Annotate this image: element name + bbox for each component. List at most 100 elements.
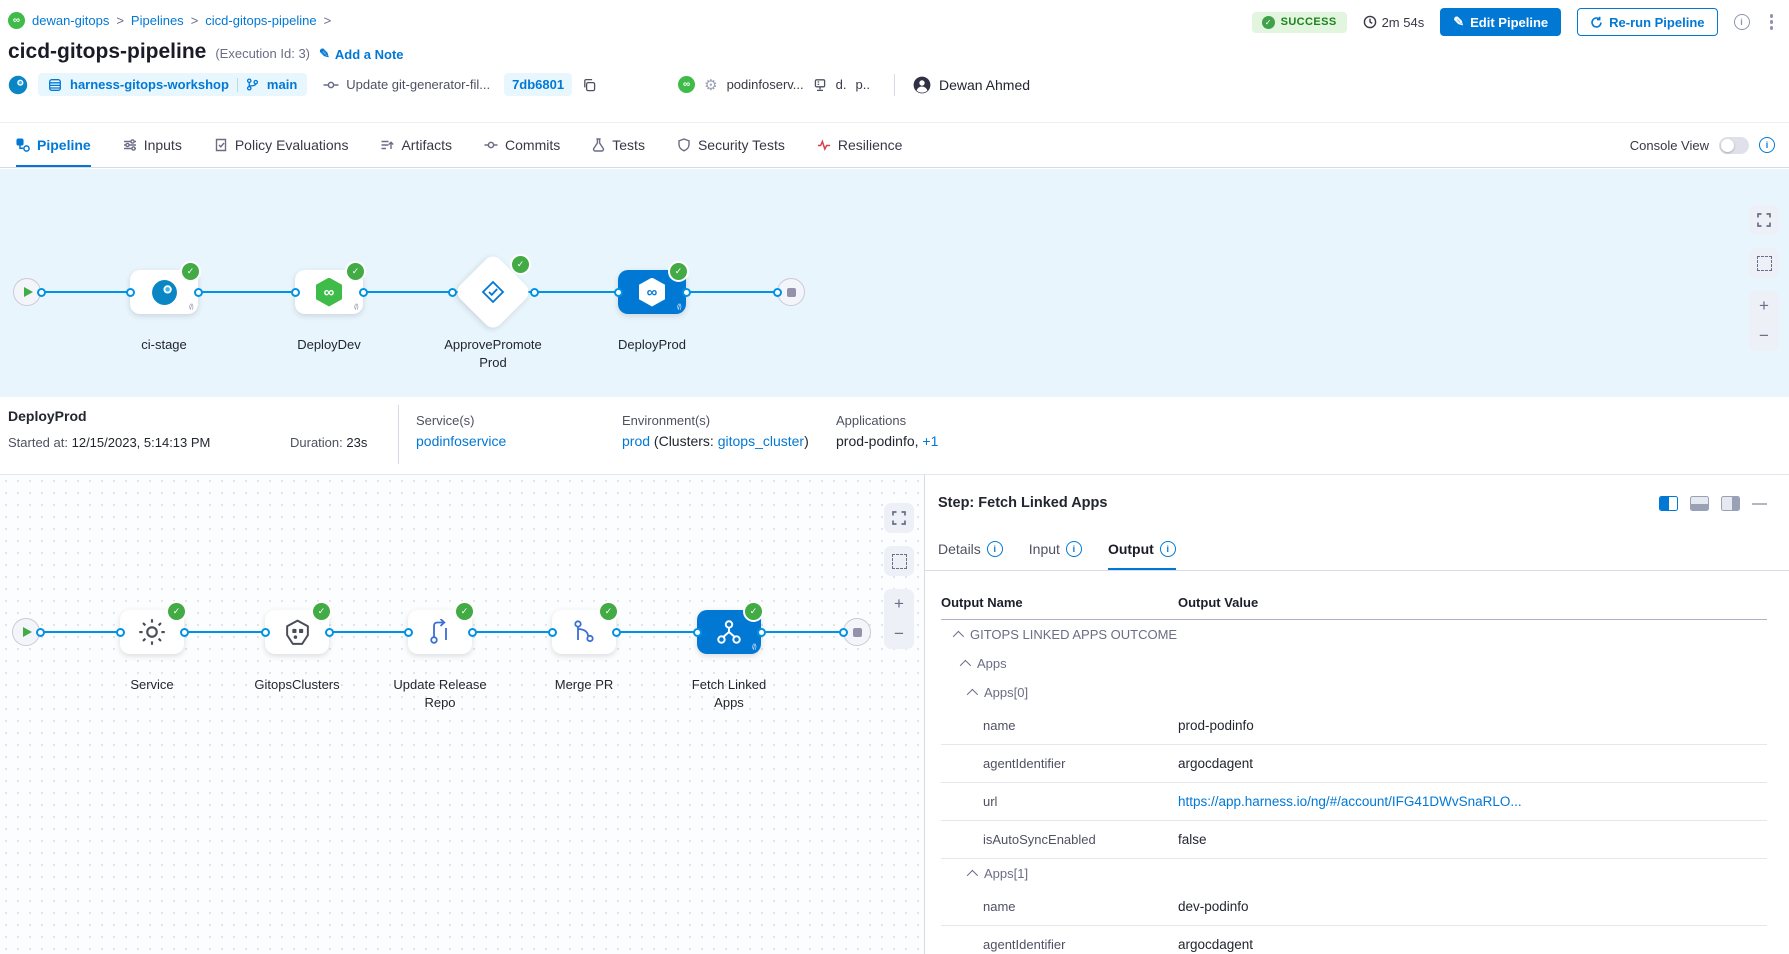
more-options-icon[interactable] — [1766, 12, 1778, 32]
stage-label[interactable]: DeployDev — [297, 337, 361, 352]
stage-node-deploydev[interactable]: ∞ ✓ ⟨/⟩ — [295, 261, 366, 314]
stage-label[interactable]: ci-stage — [141, 337, 187, 352]
console-view-info-icon[interactable]: i — [1759, 137, 1775, 153]
stage-node-deployprod-selected[interactable]: ∞ ✓ ⟨/⟩ — [618, 261, 689, 314]
connector-dot — [290, 287, 300, 297]
tests-tab-icon — [592, 138, 605, 152]
zoom-out-button[interactable]: − — [1759, 326, 1769, 345]
output-info-icon[interactable]: i — [1159, 540, 1176, 557]
zoom-out-button[interactable]: − — [894, 624, 904, 643]
services-summary: Service(s) podinfoservice — [416, 413, 506, 449]
branch-name[interactable]: main — [266, 77, 298, 92]
copy-icon[interactable] — [582, 78, 596, 92]
step-label[interactable]: Update Release Repo — [393, 677, 487, 711]
fullscreen-icon[interactable] — [884, 503, 914, 533]
tab-label: Commits — [505, 137, 561, 153]
tab-input[interactable]: Input i — [1029, 527, 1082, 570]
update-repo-icon — [430, 619, 447, 644]
avatar-icon — [913, 76, 931, 93]
step-node-update-release-repo[interactable]: ✓ — [408, 601, 475, 654]
details-info-icon[interactable]: i — [986, 540, 1003, 557]
service-link[interactable]: podinfoservice — [416, 433, 507, 449]
stage-duration: Duration: 23s — [290, 435, 368, 450]
edit-pipeline-button[interactable]: ✎ Edit Pipeline — [1440, 8, 1562, 36]
tab-resilience[interactable]: Resilience — [817, 123, 902, 167]
repo-branch-chip[interactable]: harness-gitops-workshop main — [38, 73, 308, 96]
step-label[interactable]: GitopsClusters — [254, 677, 340, 692]
chevron-up-icon[interactable] — [966, 869, 979, 881]
output-value-link[interactable]: https://app.harness.io/ng/#/account/IFG4… — [1178, 794, 1522, 809]
marquee-select-icon[interactable] — [884, 546, 914, 576]
stage-label[interactable]: DeployProd — [618, 337, 686, 352]
tab-policy-evaluations[interactable]: Policy Evaluations — [214, 123, 348, 167]
breadcrumb-project[interactable]: dewan-gitops — [32, 13, 110, 28]
gitops-icon: ∞ — [678, 76, 696, 93]
fullscreen-icon[interactable] — [1749, 205, 1779, 235]
tab-commits[interactable]: Commits — [484, 123, 560, 167]
execution-meta-row: harness-gitops-workshop main Update git-… — [8, 73, 1030, 96]
input-info-icon[interactable]: i — [1065, 540, 1082, 557]
add-note-link[interactable]: ✎ Add a Note — [319, 46, 404, 62]
step-label[interactable]: Merge PR — [554, 677, 614, 692]
step-node-gitopsclusters[interactable]: ✓ — [265, 601, 332, 654]
step-label[interactable]: Service — [130, 677, 174, 692]
marquee-select-icon[interactable] — [1749, 248, 1779, 278]
services-label: Service(s) — [416, 413, 475, 428]
step-node-service[interactable]: ✓ — [120, 601, 187, 654]
stage-label[interactable]: ApprovePromoteProd — [444, 337, 542, 371]
breadcrumb-pipeline[interactable]: cicd-gitops-pipeline — [205, 13, 317, 28]
zoom-controls: + − — [1749, 291, 1779, 351]
graph-end-node[interactable] — [777, 278, 805, 306]
stage-node-ci-stage[interactable]: ✓ ⟨/⟩ — [130, 261, 201, 314]
rerun-pipeline-label: Re-run Pipeline — [1609, 14, 1705, 30]
tab-output[interactable]: Output i — [1108, 527, 1176, 570]
layout-split-right-icon[interactable] — [1659, 496, 1678, 511]
zoom-in-button[interactable]: + — [894, 594, 904, 613]
execution-duration: 2m 54s — [1363, 15, 1424, 30]
minimize-panel-icon[interactable]: — — [1752, 495, 1767, 512]
env-short-b[interactable]: p.. — [855, 77, 870, 92]
layout-split-left-icon[interactable] — [1721, 496, 1740, 511]
stop-icon — [852, 627, 862, 637]
applications-more-link[interactable]: +1 — [922, 433, 939, 449]
output-group-label: Apps[1] — [984, 866, 1029, 881]
status-text: SUCCESS — [1280, 16, 1337, 28]
step-label[interactable]: Fetch Linked Apps — [691, 677, 767, 711]
step-graph-canvas[interactable]: ✓ ✓ ✓ ✓ ✓ ⟨/⟩ Service GitopsClusters Upd… — [0, 475, 925, 954]
console-view-control: Console View i — [1630, 123, 1789, 167]
tab-tests[interactable]: Tests — [592, 123, 645, 167]
graph-end-node[interactable] — [843, 618, 871, 646]
env-short-a[interactable]: d. — [835, 77, 847, 92]
inputs-tab-icon — [123, 138, 137, 152]
tab-artifacts[interactable]: Artifacts — [380, 123, 452, 167]
tab-inputs[interactable]: Inputs — [123, 123, 182, 167]
service-short-name[interactable]: podinfoserv... — [726, 77, 804, 92]
rerun-pipeline-button[interactable]: Re-run Pipeline — [1577, 8, 1718, 36]
tab-pipeline[interactable]: Pipeline — [16, 123, 91, 167]
connector-dot — [36, 287, 46, 297]
step-node-fetch-linked-apps-selected[interactable]: ✓ ⟨/⟩ — [697, 601, 764, 654]
cluster-link[interactable]: gitops_cluster — [717, 433, 805, 449]
environment-link[interactable]: prod — [622, 433, 651, 449]
step-node-merge-pr[interactable]: ✓ — [552, 601, 619, 654]
zoom-in-button[interactable]: + — [1759, 296, 1769, 315]
rerun-info-icon[interactable]: i — [1733, 14, 1750, 30]
connector-dot — [681, 287, 691, 297]
connector-dot — [692, 627, 702, 637]
tab-details[interactable]: Details i — [938, 527, 1003, 570]
step-details-panel: Step: Fetch Linked Apps — Details i Inpu… — [925, 475, 1789, 954]
chevron-up-icon[interactable] — [952, 630, 965, 642]
chevron-up-icon[interactable] — [966, 688, 979, 700]
gitops-project-icon: ∞ — [8, 12, 25, 29]
stage-node-approvepromoteprod[interactable]: ✓ — [452, 251, 534, 333]
repo-name[interactable]: harness-gitops-workshop — [70, 77, 229, 92]
stage-graph-canvas[interactable]: ✓ ⟨/⟩ ∞ ✓ ⟨/⟩ ✓ ∞ ✓ ⟨/⟩ ci-stage DeployD… — [0, 169, 1789, 397]
tab-security-tests[interactable]: Security Tests — [677, 123, 785, 167]
console-view-toggle[interactable] — [1719, 136, 1749, 154]
commit-sha[interactable]: 7db6801 — [504, 73, 573, 96]
chevron-up-icon[interactable] — [959, 659, 972, 671]
success-check-icon: ✓ — [668, 261, 689, 282]
breadcrumb-pipelines[interactable]: Pipelines — [130, 13, 184, 28]
layout-split-bottom-icon[interactable] — [1690, 496, 1709, 511]
